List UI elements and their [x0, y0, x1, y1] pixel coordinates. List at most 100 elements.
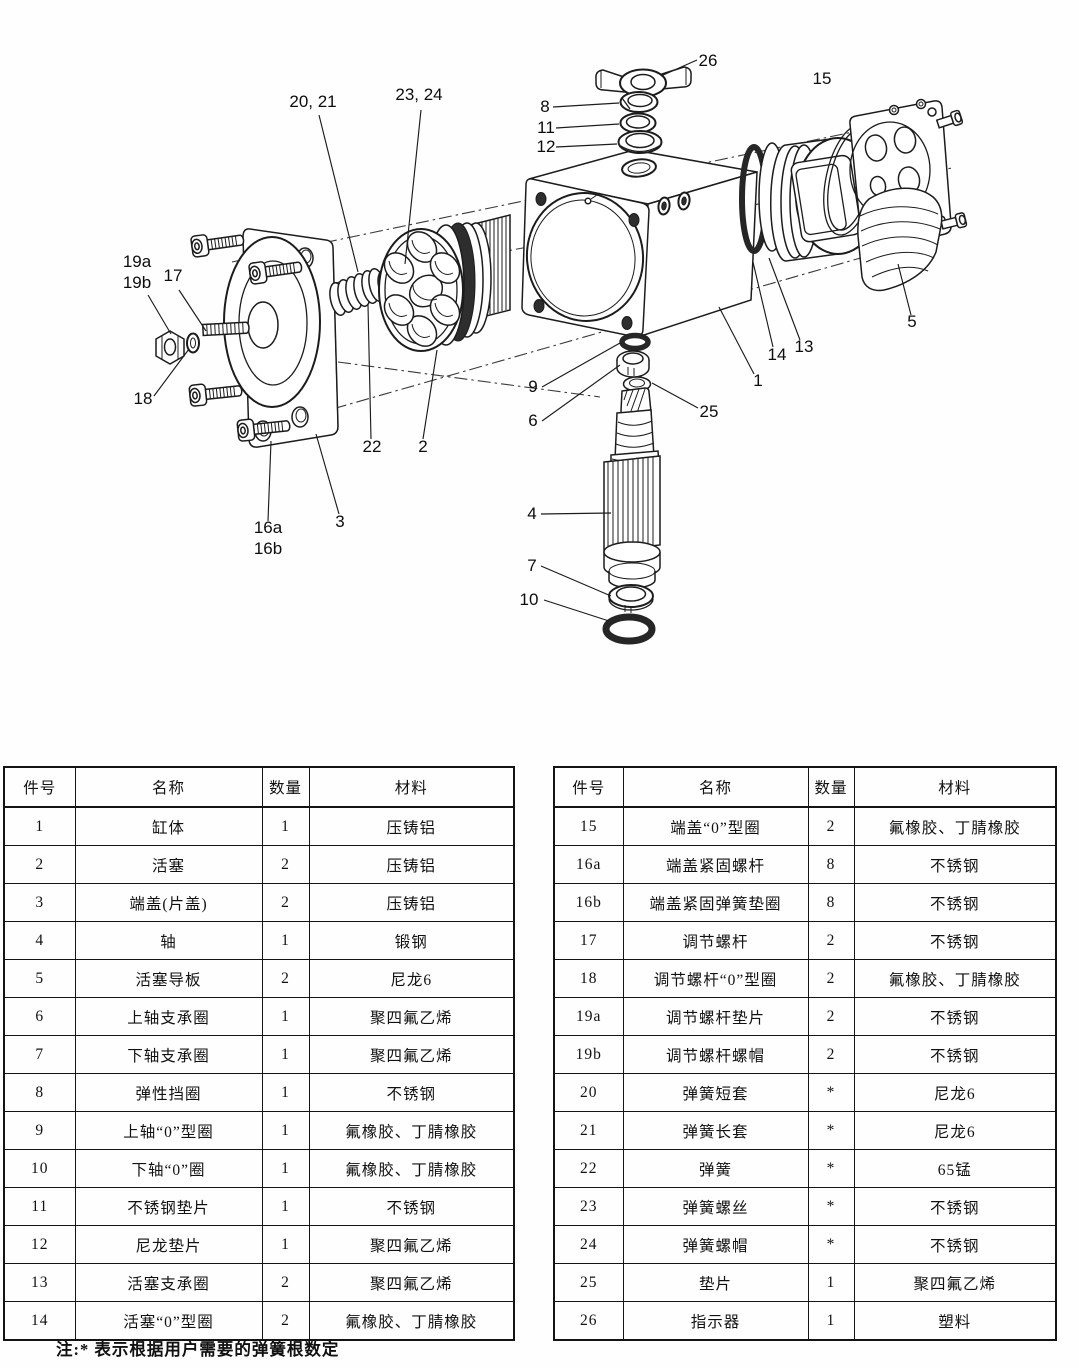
- part-no: 16a: [553, 845, 624, 884]
- callout-9: 9: [528, 377, 537, 396]
- part-no: 18: [553, 959, 624, 998]
- part-lower-shaft-bearing: [608, 584, 654, 613]
- part-name: 下轴“0”圈: [74, 1149, 263, 1188]
- part-qty: *: [807, 1149, 855, 1188]
- part-material: 尼龙6: [853, 1111, 1057, 1150]
- part-no: 3: [3, 883, 76, 922]
- callout-20-21: 20, 21: [289, 92, 336, 111]
- callout-16a: 16a: [254, 518, 283, 537]
- part-qty: *: [807, 1225, 855, 1264]
- part-snap-ring: [619, 91, 659, 113]
- part-material: 氟橡胶、丁腈橡胶: [308, 1149, 515, 1188]
- header-part-material: 材料: [853, 766, 1057, 808]
- header-part-no: 件号: [3, 766, 76, 808]
- part-name: 端盖(片盖): [74, 883, 263, 922]
- part-qty: 1: [261, 997, 310, 1036]
- part-no: 17: [553, 921, 624, 960]
- callout-10: 10: [520, 590, 539, 609]
- part-name: 活塞“0”型圈: [74, 1301, 263, 1341]
- part-name: 端盖紧固弹簧垫圈: [622, 883, 809, 922]
- part-no: 12: [3, 1225, 76, 1264]
- part-qty: 1: [261, 1073, 310, 1112]
- callout-22: 22: [363, 437, 382, 456]
- part-piston-guide-plate: [857, 187, 943, 292]
- part-material: 聚四氟乙烯: [308, 1225, 515, 1264]
- part-no: 16b: [553, 883, 624, 922]
- table-header-row: 件号 名称 数量 材料: [553, 766, 1057, 808]
- part-material: 氟橡胶、丁腈橡胶: [308, 1111, 515, 1150]
- part-material: 压铸铝: [308, 806, 515, 846]
- part-qty: 2: [807, 806, 855, 846]
- part-material: 压铸铝: [308, 883, 515, 922]
- part-no: 1: [3, 806, 76, 846]
- part-material: 聚四氟乙烯: [308, 1263, 515, 1302]
- part-material: 不锈钢: [853, 997, 1057, 1036]
- part-qty: *: [807, 1073, 855, 1112]
- part-name: 垫片: [622, 1263, 809, 1302]
- part-no: 24: [553, 1225, 624, 1264]
- part-material: 尼龙6: [853, 1073, 1057, 1112]
- part-material: 压铸铝: [308, 845, 515, 884]
- part-material: 聚四氟乙烯: [308, 997, 515, 1036]
- part-qty: 1: [261, 921, 310, 960]
- callout-7: 7: [527, 556, 536, 575]
- part-qty: 2: [807, 997, 855, 1036]
- callout-26: 26: [699, 51, 718, 70]
- part-no: 22: [553, 1149, 624, 1188]
- callout-13: 13: [795, 337, 814, 356]
- part-name: 调节螺杆: [622, 921, 809, 960]
- part-no: 15: [553, 806, 624, 846]
- part-steel-washer: [619, 112, 657, 134]
- part-no: 19b: [553, 1035, 624, 1074]
- part-name: 活塞导板: [74, 959, 263, 998]
- callout-23-24: 23, 24: [395, 85, 442, 104]
- exploded-view-diagram: 26 15 8 11 12 20, 21 23, 24 19a 19b 17 1…: [123, 51, 968, 645]
- part-material: 不锈钢: [853, 845, 1057, 884]
- callout-25: 25: [700, 402, 719, 421]
- part-material: 氟橡胶、丁腈橡胶: [308, 1301, 515, 1341]
- part-spring: [329, 268, 386, 316]
- callout-17: 17: [164, 266, 183, 285]
- part-qty: 1: [261, 1225, 310, 1264]
- footnote: 注:* 表示根据用户需要的弹簧根数定: [56, 1340, 340, 1359]
- callout-14: 14: [768, 345, 787, 364]
- callout-15: 15: [813, 69, 832, 88]
- callout-1: 1: [753, 371, 762, 390]
- part-name: 端盖“0”型圈: [622, 806, 809, 846]
- part-name: 弹性挡圈: [74, 1073, 263, 1112]
- part-material: 不锈钢: [308, 1187, 515, 1226]
- callout-3: 3: [335, 512, 344, 531]
- table-header-row: 件号 名称 数量 材料: [3, 766, 515, 808]
- part-qty: 1: [261, 1187, 310, 1226]
- part-material: 不锈钢: [853, 1035, 1057, 1074]
- part-name: 弹簧长套: [622, 1111, 809, 1150]
- part-qty: 2: [261, 883, 310, 922]
- part-qty: 1: [261, 1035, 310, 1074]
- part-no: 4: [3, 921, 76, 960]
- part-qty: 1: [807, 1301, 855, 1341]
- callout-4: 4: [527, 504, 536, 523]
- part-lower-shaft-oring: [602, 613, 656, 645]
- part-qty: 2: [261, 959, 310, 998]
- part-material: 尼龙6: [308, 959, 515, 998]
- callout-11: 11: [537, 118, 555, 137]
- part-no: 23: [553, 1187, 624, 1226]
- part-no: 20: [553, 1073, 624, 1112]
- part-qty: 8: [807, 883, 855, 922]
- part-no: 14: [3, 1301, 76, 1341]
